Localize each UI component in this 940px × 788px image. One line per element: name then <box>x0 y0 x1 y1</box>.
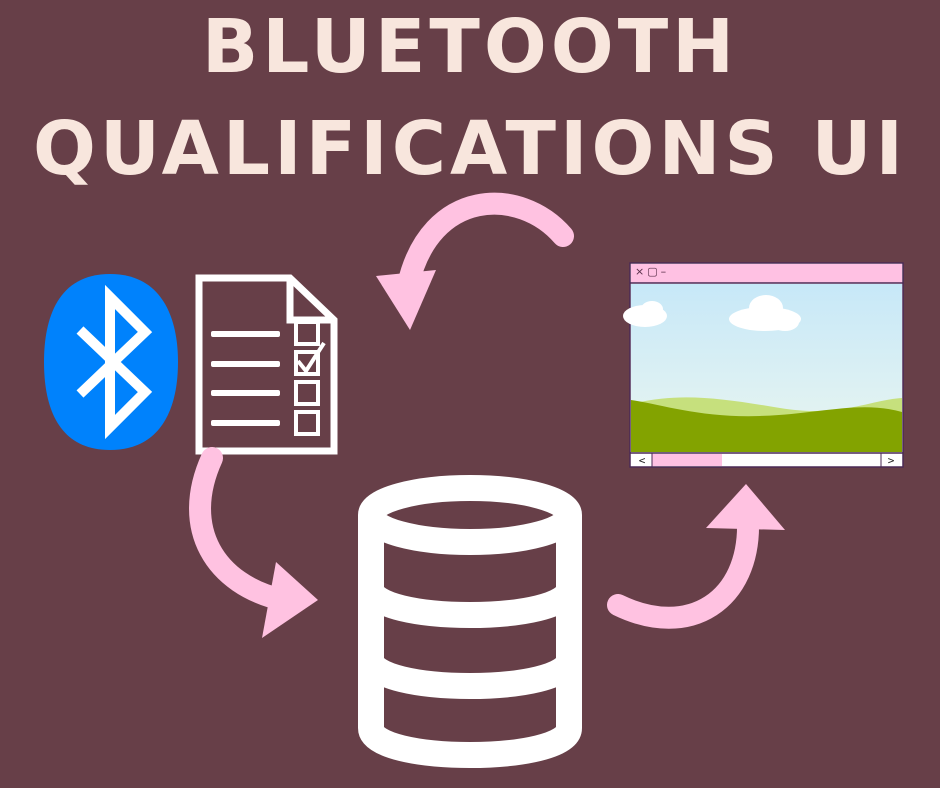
scroll-right-arrow-icon: > <box>887 454 895 467</box>
checklist-document-icon <box>195 274 338 455</box>
database-icon <box>358 475 582 768</box>
scroll-left-arrow-icon: < <box>638 454 646 467</box>
window-maximize-icon: ▢ <box>647 265 658 278</box>
window-close-icon: × <box>635 265 645 278</box>
arrow-top <box>376 192 574 330</box>
bluetooth-logo-icon <box>44 274 178 450</box>
title-line-2: QUALIFICATIONS UI <box>32 106 908 192</box>
arrow-right <box>607 484 785 629</box>
window-titlebar-buttons: × ▢ – <box>635 265 666 279</box>
window-minimize-icon: – <box>660 265 667 278</box>
title-line-1: BLUETOOTH <box>201 4 739 90</box>
app-window-icon <box>623 262 904 468</box>
arrow-left <box>189 447 318 638</box>
